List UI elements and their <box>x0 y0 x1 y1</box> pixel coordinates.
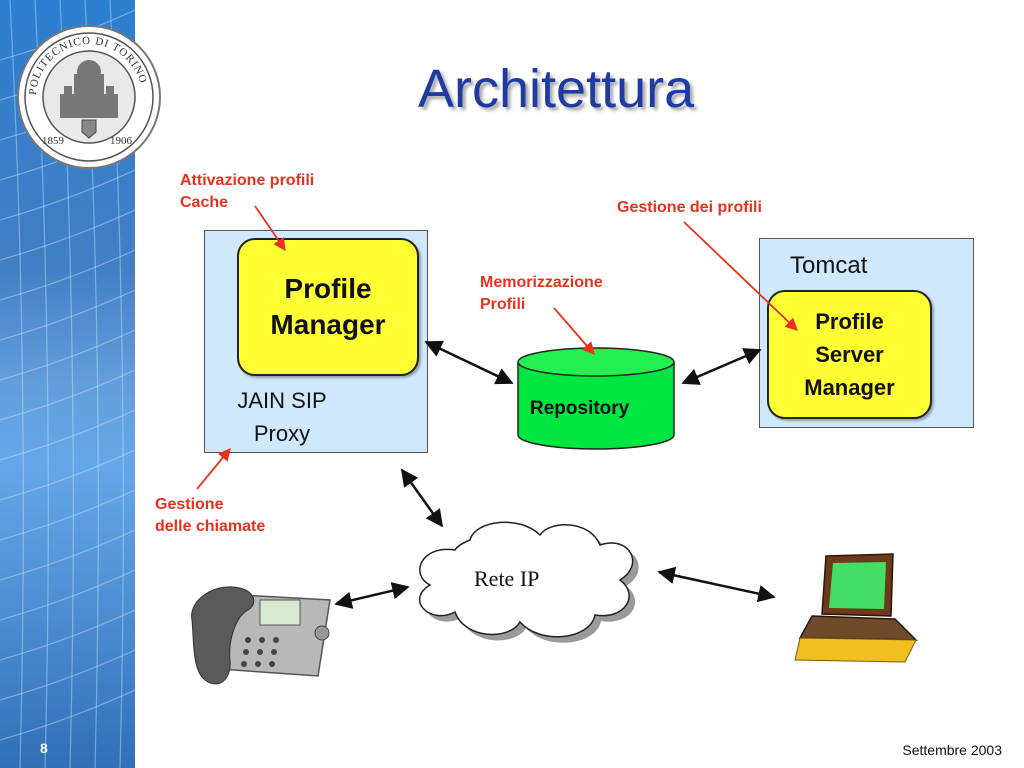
politecnico-seal-logo: POLITECNICO DI TORINO 1859 1906 <box>17 25 161 169</box>
repository-cylinder <box>517 347 675 450</box>
arrow-network-laptop <box>657 566 776 603</box>
seal-year-right: 1906 <box>110 135 133 147</box>
footer-date: Settembre 2003 <box>902 742 1002 758</box>
rete-ip-cloud <box>418 521 639 643</box>
profile-server-manager-box: Profile Server Manager <box>767 290 932 419</box>
red-arrow-gestione-profili <box>683 221 798 331</box>
page-number: 8 <box>40 740 48 756</box>
arrow-repository-tomcat <box>681 348 762 385</box>
annotation-memorizzazione: Memorizzazione Profili <box>480 274 603 313</box>
profile-manager-box: Profile Manager <box>237 238 419 376</box>
arrow-proxy-network <box>400 468 444 528</box>
annotation-gestione-chiamate: Gestione delle chiamate <box>155 496 266 535</box>
tomcat-label: Tomcat <box>790 252 868 279</box>
red-arrow-gestione-chiamate <box>196 448 231 490</box>
annotation-gestione-profili: Gestione dei profili <box>617 199 762 216</box>
annotation-activation: Attivazione profili Cache <box>180 172 315 211</box>
laptop-icon <box>794 553 918 663</box>
network-label: Rete IP <box>474 566 540 591</box>
slide-title: Architettura <box>418 59 695 119</box>
sip-proxy-label: JAIN SIP Proxy <box>237 388 327 446</box>
arrow-proxy-repository <box>424 340 514 385</box>
repository-label: Repository <box>530 398 630 419</box>
arrow-phone-network <box>334 582 410 609</box>
desk-phone-icon <box>191 586 331 685</box>
red-arrow-activation <box>254 205 286 252</box>
red-arrow-memorizzazione <box>553 307 595 355</box>
seal-year-left: 1859 <box>42 135 65 147</box>
